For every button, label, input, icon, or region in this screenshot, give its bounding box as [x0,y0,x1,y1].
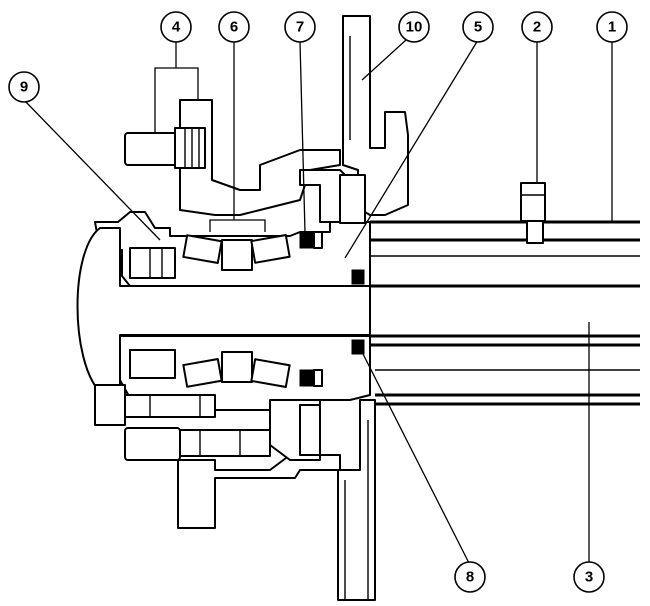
callout-label: 10 [406,19,423,36]
leader-lines [23,39,613,566]
caliper-bolt-lower [124,427,271,461]
callout-label: 9 [20,79,28,96]
axle-bolt [520,182,546,244]
callout-label: 1 [608,19,616,36]
callout-10: 10 [398,11,430,43]
seal-lower [299,369,323,387]
inner-seal-upper [351,269,365,285]
wheel-stud-lower [94,384,216,426]
callout-2: 2 [521,11,553,43]
callout-9: 9 [8,71,40,103]
leader-7 [299,41,306,233]
callout-label: 2 [533,19,541,36]
leader-10 [361,39,407,81]
callout-7: 7 [284,11,316,43]
axle-tube-upper [370,220,640,288]
caliper-bracket-upper [124,99,341,216]
hub-spindle [76,227,371,393]
callout-6: 6 [218,11,250,43]
lower-plate [337,399,376,601]
caliper-bracket-lower [177,454,341,529]
axle-shaft [370,334,640,406]
seal-upper [299,231,323,249]
callout-label: 4 [172,19,181,36]
bearing-left-upper [129,234,223,279]
bearing-right-lower [221,351,291,388]
callout-8: 8 [454,561,486,593]
callout-label: 7 [296,19,304,36]
callout-5: 5 [462,11,494,43]
leader-6-bracket [209,219,266,232]
bearing-right-upper [221,234,291,271]
callout-label: 3 [585,569,593,586]
leader-9 [23,99,161,241]
callout-label: 8 [466,569,474,586]
callout-4: 4 [160,11,192,43]
callout-3: 3 [573,561,605,593]
callout-label: 6 [230,19,238,36]
callout-1: 1 [596,11,628,43]
bearing-left-lower [129,349,223,388]
leader-5 [344,39,479,259]
callout-label: 5 [474,19,482,36]
leader-8 [359,347,471,566]
brake-disc-lower [269,399,321,461]
